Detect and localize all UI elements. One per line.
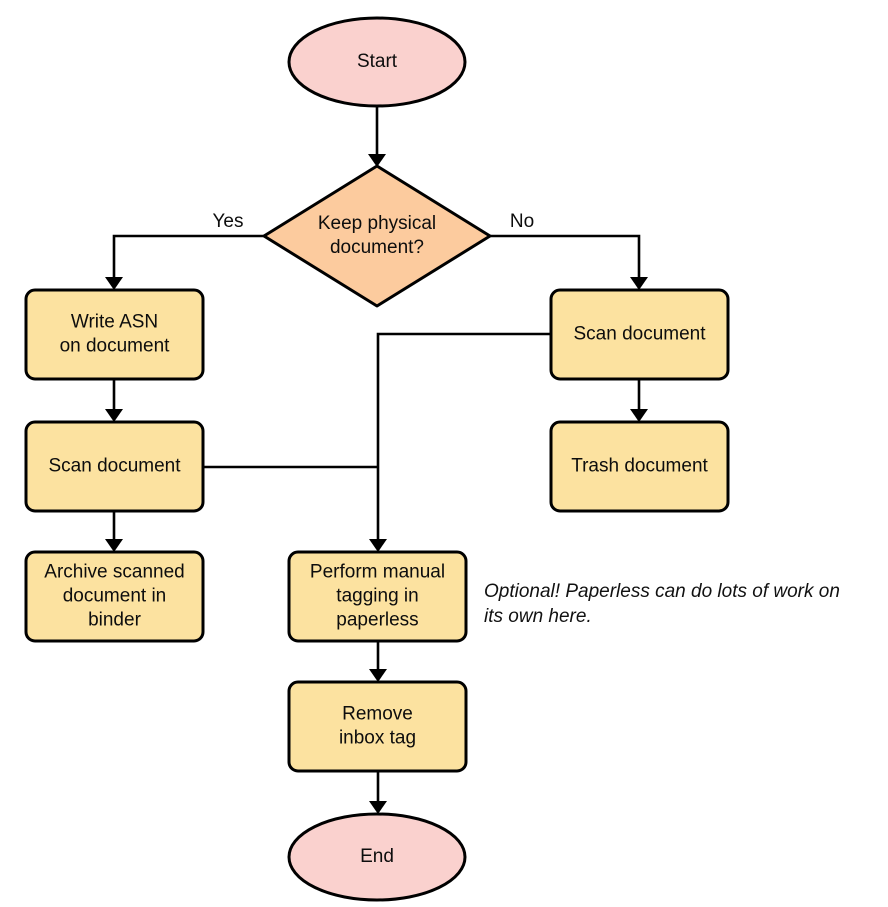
- node-shape-ellipse[interactable]: [287, 812, 467, 902]
- node-trash-document[interactable]: Trash document: [549, 420, 730, 513]
- edge-arrowhead: [369, 801, 387, 814]
- edge-arrowhead: [630, 409, 648, 422]
- edge-arrowhead: [105, 539, 123, 552]
- node-label: Scan document: [48, 456, 181, 477]
- edge-label-yes: Yes: [213, 211, 244, 232]
- edge-start-to-decision: [368, 106, 386, 167]
- edge-manual-tagging-to-remove-inbox: [369, 641, 387, 682]
- edge-write-asn-to-scan-left: [105, 379, 123, 422]
- annotation-optional-note: Optional! Paperless can do lots of work …: [484, 581, 840, 627]
- node-shape-rect[interactable]: [24, 550, 205, 643]
- edge-line: [490, 234, 641, 283]
- node-shape-rect[interactable]: [549, 288, 730, 381]
- edge-arrowhead: [105, 277, 123, 290]
- edge-arrowhead: [105, 409, 123, 422]
- node-label: Trash document: [571, 456, 708, 477]
- edge-line: [112, 234, 264, 283]
- edge-decision-no-to-scan-right: [490, 234, 648, 290]
- edge-scan-right-to-manual-tagging: [369, 332, 551, 552]
- edge-labels-layer: Yes No: [213, 211, 535, 232]
- node-label: Scan document: [573, 324, 706, 345]
- node-shape-diamond[interactable]: [262, 164, 492, 308]
- edge-decision-yes-to-write-asn: [105, 234, 264, 290]
- edge-arrowhead: [369, 539, 387, 552]
- node-shape-ellipse[interactable]: [287, 16, 467, 108]
- edge-label-no: No: [510, 211, 534, 232]
- edge-remove-inbox-to-end: [369, 771, 387, 814]
- node-shape-rect[interactable]: [24, 288, 205, 381]
- edge-arrowhead: [630, 277, 648, 290]
- node-end[interactable]: End: [287, 812, 467, 902]
- edge-arrowhead: [368, 154, 386, 167]
- node-shape-rect[interactable]: [24, 420, 205, 513]
- annotations-layer: Optional! Paperless can do lots of work …: [484, 581, 840, 627]
- node-label: Start: [357, 51, 398, 72]
- node-shape-rect[interactable]: [549, 420, 730, 513]
- edge-line: [376, 332, 551, 545]
- edge-scan-left-to-archive: [105, 511, 123, 552]
- node-start[interactable]: Start: [287, 16, 467, 108]
- edge-scan-right-to-trash: [630, 379, 648, 422]
- node-scan-document-right[interactable]: Scan document: [549, 288, 730, 381]
- node-scan-document-left[interactable]: Scan document: [24, 420, 205, 513]
- edge-arrowhead: [369, 669, 387, 682]
- node-shape-rect[interactable]: [287, 680, 468, 773]
- node-label: End: [360, 846, 394, 867]
- node-shape-rect[interactable]: [287, 550, 468, 643]
- edges-layer: [105, 106, 648, 814]
